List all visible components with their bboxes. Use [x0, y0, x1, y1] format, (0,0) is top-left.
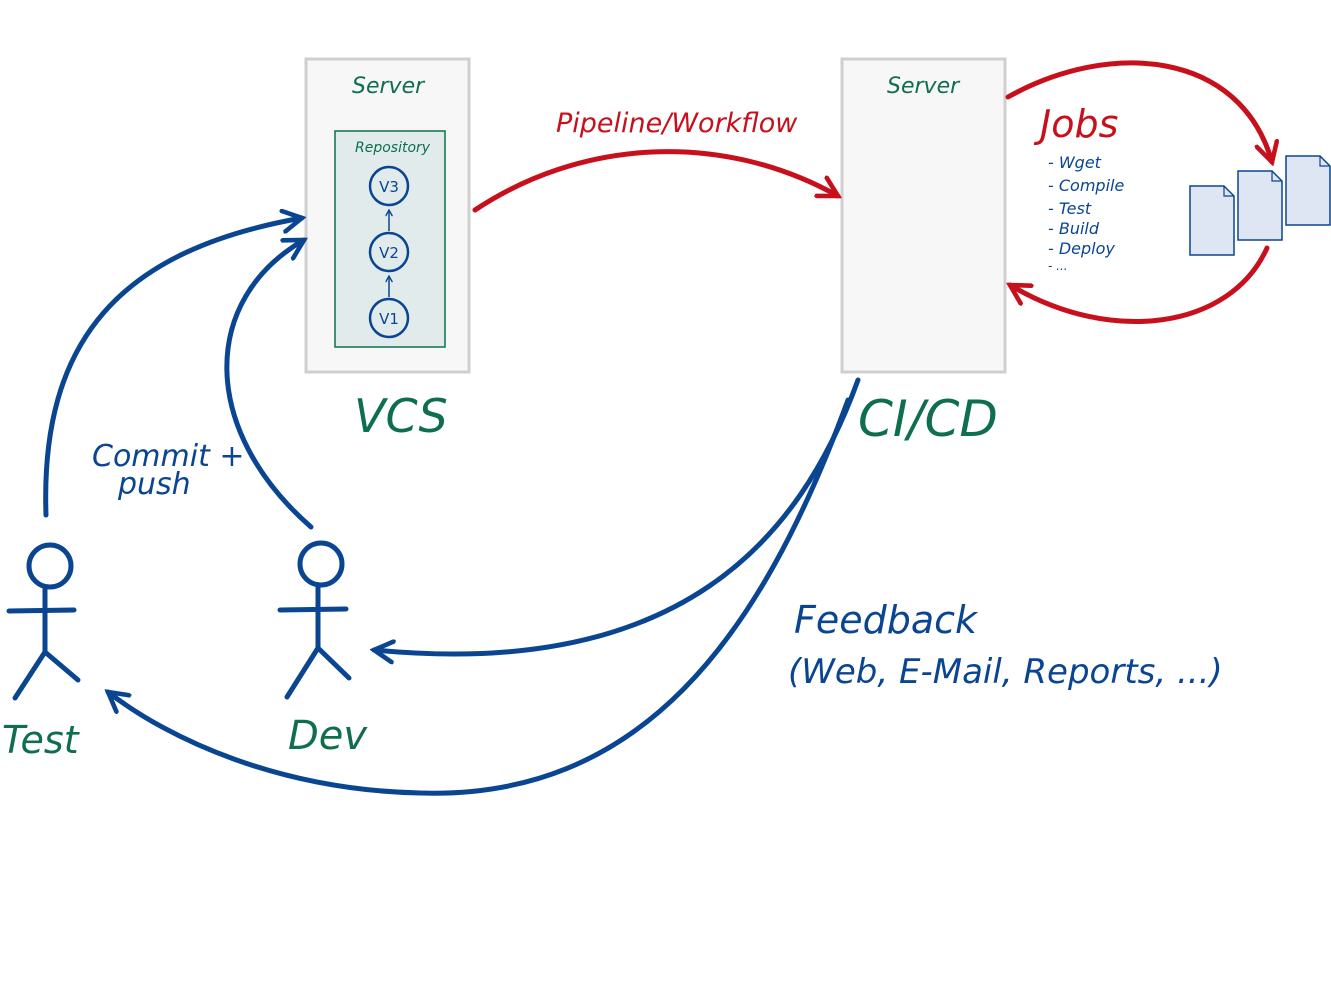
feedback-to-test-arrow [108, 397, 851, 796]
actor-head [297, 540, 345, 588]
cicd-server: Server CI/CD [840, 57, 1007, 448]
commit-label-line2: push [117, 467, 191, 502]
job-item: - Build [1048, 219, 1100, 238]
version-v3: V3 [368, 165, 410, 207]
cicd-server-box [840, 57, 1007, 374]
pipeline-arrow [472, 149, 838, 213]
document-icon [1237, 170, 1283, 241]
pipeline-label: Pipeline/Workflow [556, 108, 798, 139]
vcs-server-label: Server [352, 74, 426, 99]
cicd-title: CI/CD [858, 390, 998, 448]
vcs-server: Server Repository V3 V2 V1 VCS [304, 57, 471, 443]
version-label: V2 [379, 244, 399, 262]
test-label: Test [2, 718, 81, 762]
commit-label-line1: Commit + [92, 439, 245, 474]
job-item: - Wget [1048, 153, 1102, 172]
job-item: - ... [1048, 259, 1068, 273]
jobs: Jobs - Wget - Compile - Test - Build - D… [1033, 102, 1124, 273]
dev-label: Dev [288, 713, 368, 759]
job-item: - Compile [1048, 176, 1124, 195]
dev-actor: Dev [277, 540, 368, 759]
version-v2: V2 [368, 231, 410, 273]
jobs-title: Jobs [1033, 102, 1118, 146]
job-dispatch-arrow [1005, 60, 1272, 162]
actor-arms [6, 607, 77, 614]
version-label: V1 [379, 310, 399, 328]
version-node [368, 165, 410, 207]
feedback-label-line1: Feedback [794, 598, 979, 642]
artifact-documents [1189, 155, 1331, 256]
job-item: - Test [1048, 199, 1092, 218]
version-node [368, 297, 410, 339]
test-actor: Test [2, 542, 81, 762]
job-result-arrow [1010, 245, 1270, 324]
version-node [368, 231, 410, 273]
actor-arms [277, 606, 349, 613]
vcs-title: VCS [354, 389, 448, 443]
job-item: - Deploy [1048, 239, 1115, 258]
test-commit-arrow [43, 218, 302, 518]
cicd-server-label: Server [887, 74, 961, 99]
actor-legs [12, 649, 81, 701]
dev-commit-arrow [224, 237, 314, 530]
actor-legs [284, 645, 352, 700]
feedback-label-line2: (Web, E-Mail, Reports, ...) [788, 652, 1223, 692]
actor-head [26, 542, 74, 590]
version-label: V3 [379, 178, 399, 196]
document-icon [1285, 155, 1331, 226]
repository-label: Repository [355, 140, 431, 156]
document-icon [1189, 185, 1235, 256]
version-v1: V1 [368, 297, 410, 339]
